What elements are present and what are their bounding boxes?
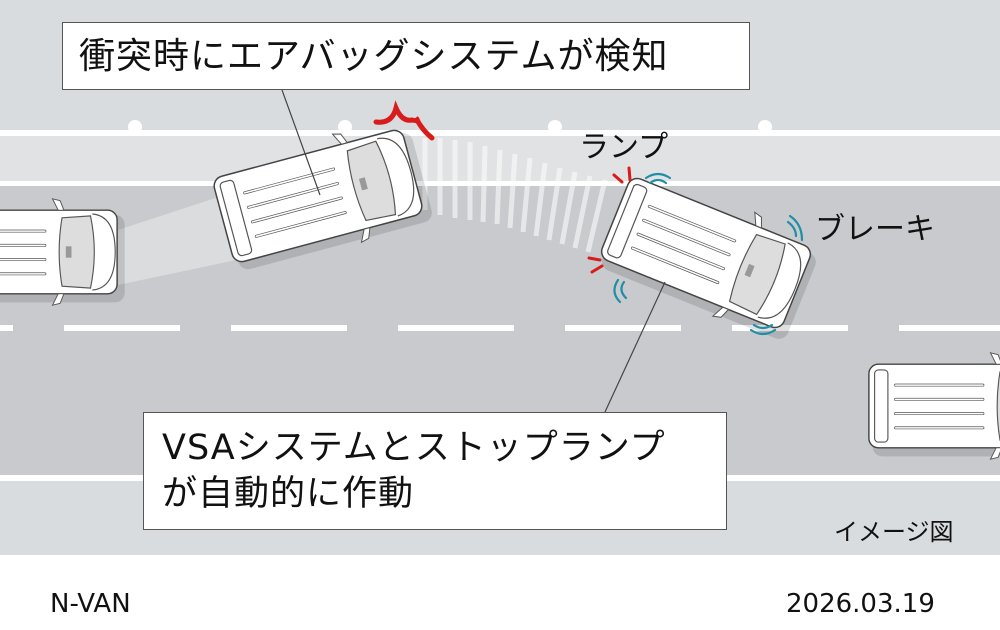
impact-icon (373, 100, 435, 141)
vsa-callout-line2: が自動的に作動 (162, 474, 415, 514)
lamp-label: ランプ (579, 130, 669, 165)
image-note: イメージ図 (834, 518, 954, 546)
model-name: N-VAN (50, 589, 131, 619)
vsa-callout-line1: VSAシステムとストップランプ (162, 428, 666, 468)
leader-line-vsa (604, 281, 666, 413)
date: 2026.03.19 (786, 589, 935, 619)
airbag-callout: 衝突時にエアバッグシステムが検知 (62, 22, 750, 90)
van-rear (0, 197, 127, 307)
vsa-callout: VSAシステムとストップランプ が自動的に作動 (143, 412, 727, 530)
brake-wave-icon (613, 172, 804, 336)
van-oncoming (867, 351, 1000, 461)
skid-trail (422, 138, 608, 253)
leader-line-airbag (281, 89, 321, 196)
stop-lamp-flash-icon (587, 166, 632, 274)
brake-label: ブレーキ (815, 212, 935, 247)
